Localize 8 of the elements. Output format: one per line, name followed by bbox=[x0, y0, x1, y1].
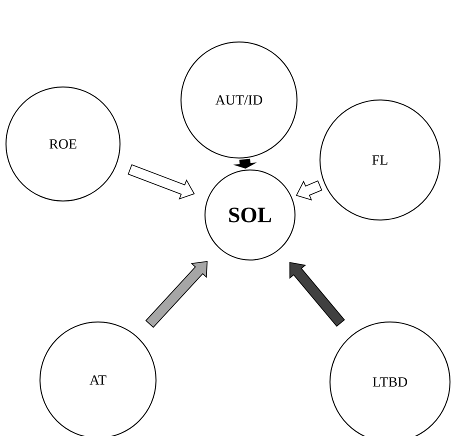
circle-node: ROE bbox=[6, 86, 120, 202]
block-arrow bbox=[289, 262, 345, 327]
block-arrow bbox=[233, 158, 257, 169]
block-arrow bbox=[296, 180, 322, 200]
block-arrow bbox=[128, 164, 195, 200]
circle-node: FL bbox=[320, 100, 440, 220]
circle-node: SOL bbox=[204, 170, 296, 260]
circle-node: AUT/ID bbox=[180, 42, 298, 158]
